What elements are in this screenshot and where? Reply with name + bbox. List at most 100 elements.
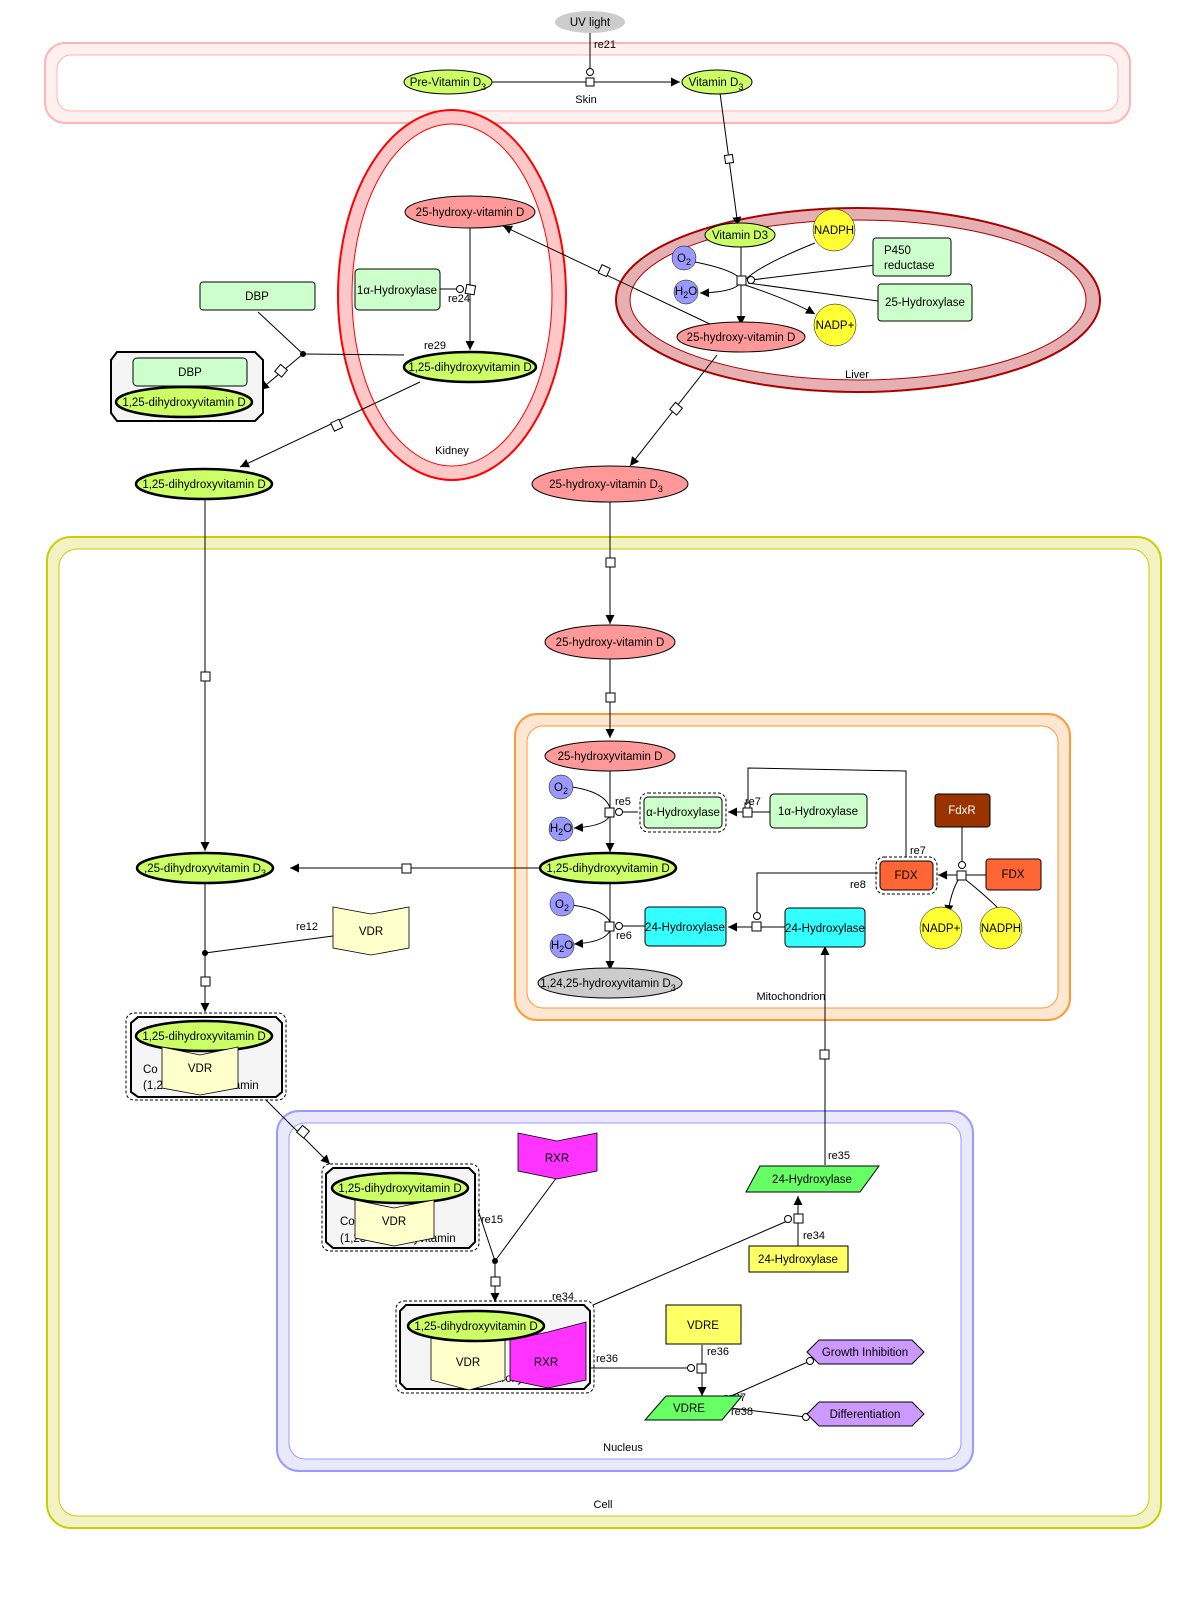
complex3-calcitriol-label: 1,25-dihydroxyvitamin D: [414, 1321, 537, 1333]
25-hydroxy-vitamin-d-cell-node[interactable]: 25-hydroxy-vitamin D: [544, 624, 676, 660]
vitamin-d3-liver-label: Vitamin D3: [712, 230, 768, 242]
vdre-rna-node[interactable]: VDRE: [643, 1395, 744, 1421]
vdr-calcitriol-complex-cytoplasm[interactable]: Co (1,25-dihydroxyvitamin 1,25-dihydroxy…: [125, 1012, 287, 1101]
cyp24-rna-node[interactable]: 24-Hydroxylase: [745, 1165, 880, 1193]
reaction-label-re21: re21: [594, 39, 616, 51]
25-hydroxy-vitamin-d-cell-label: 25-hydroxy-vitamin D: [556, 637, 665, 649]
cyp24-mito-node[interactable]: 24-Hydroxylase: [784, 907, 866, 948]
cyp24-gene-label: 24-Hydroxylase: [758, 1254, 838, 1266]
fdx-active-label: FDX: [895, 870, 918, 882]
reaction-label-re6: re6: [616, 930, 632, 942]
nadp-mito-node[interactable]: NADP+: [919, 906, 963, 950]
calcitetrol-node[interactable]: 1,24,25-hydroxyvitamin D3: [537, 967, 683, 999]
vdr-calcitriol-complex-nucleus[interactable]: Co (1,25-dihydroxyvitamin 1,25-dihydroxy…: [321, 1163, 480, 1252]
calcitriol-mito-node[interactable]: 1,25-dihydroxyvitamin D: [538, 851, 678, 885]
vdr-cytoplasm-node[interactable]: VDR: [332, 906, 410, 956]
fdx-active-node[interactable]: FDX: [875, 856, 938, 895]
25-hydroxy-vitamin-d-liver-label: 25-hydroxy-vitamin D: [687, 332, 796, 344]
25-hydroxy-vitamin-d-liver-node[interactable]: 25-hydroxy-vitamin D: [676, 321, 806, 353]
cyp24-active-node[interactable]: 24-Hydroxylase: [644, 906, 727, 947]
vdre-gene-node[interactable]: VDRE: [665, 1304, 742, 1345]
reaction-label-re34: re34: [803, 1230, 825, 1242]
1a-hydroxylase-kidney-label: 1α-Hydroxylase: [357, 285, 437, 297]
rxr-label: RXR: [545, 1153, 569, 1165]
compartment-label-nucleus: Nucleus: [603, 1442, 643, 1454]
calcitriol-cytoplasm-node[interactable]: ,25-dihydroxyvitamin D3: [135, 851, 275, 885]
vdr-rxr-calcitriol-complex[interactable]: hydroxy VDR RXR 1,25-dihydroxyvitamin D: [395, 1300, 595, 1394]
vitamin-d3-skin-label: Vitamin D3: [689, 77, 744, 92]
reaction-label-re35: re35: [828, 1150, 850, 1162]
reaction-label-re24: re24: [448, 293, 470, 305]
complex1-calcitriol-label: 1,25-dihydroxyvitamin D: [142, 1031, 265, 1043]
nadph-mito-label: NADPH: [981, 923, 1021, 935]
compartment-label-liver: Liver: [845, 369, 869, 381]
reaction-label-re12: re12: [296, 921, 318, 933]
25-hydroxylase-liver-label: 25-Hydroxylase: [885, 297, 965, 309]
reaction-label-re7: re7: [910, 845, 926, 857]
h2o-mito-re6-node[interactable]: H2O: [549, 933, 575, 959]
dbp-label: DBP: [245, 291, 269, 303]
alpha-hydroxylase-active-label: α-Hydroxylase: [646, 807, 720, 819]
h2o-mito-re5-label: H2O: [550, 823, 572, 837]
dbp-node[interactable]: DBP: [199, 281, 316, 311]
nadph-liver-label: NADPH: [814, 225, 854, 237]
p450-reductase-label-line1: P450: [884, 245, 911, 257]
cyp24-mito-label: 24-Hydroxylase: [785, 923, 865, 935]
differentiation-node[interactable]: Differentiation: [806, 1401, 925, 1427]
nadp-mito-label: NADP+: [922, 923, 961, 935]
pre-vitamin-d3-node[interactable]: Pre-Vitamin D3: [403, 69, 493, 95]
1a-hydroxylase-mito-node[interactable]: 1α-Hydroxylase: [769, 793, 868, 829]
h2o-mito-re5-node[interactable]: H2O: [548, 816, 574, 842]
o2-mito-re5-node[interactable]: O2: [548, 774, 574, 800]
rxr-node[interactable]: RXR: [517, 1132, 598, 1180]
calcidiol-blood-node[interactable]: 25-hydroxy-vitamin D3: [531, 465, 689, 503]
calcitetrol-label: 1,24,25-hydroxyvitamin D3: [540, 978, 675, 993]
fdx-node[interactable]: FDX: [985, 858, 1042, 891]
h2o-liver-label: H2O: [675, 286, 697, 300]
fdxr-node[interactable]: FdxR: [934, 793, 991, 828]
complex3-vdr-label: VDR: [456, 1357, 480, 1369]
reaction-label-re8: re8: [850, 879, 866, 891]
reaction-label-re5: re5: [615, 796, 631, 808]
o2-mito-re6-node[interactable]: O2: [549, 891, 575, 917]
vdre-rna-label: VDRE: [673, 1403, 705, 1415]
nadp-liver-node[interactable]: NADP+: [813, 303, 857, 347]
25-hydroxy-vitamin-d-kidney-node[interactable]: 25-hydroxy-vitamin D: [404, 195, 536, 229]
nadph-liver-node[interactable]: NADPH: [812, 208, 856, 252]
h2o-liver-node[interactable]: H2O: [673, 279, 699, 305]
compartment-label-skin: Skin: [575, 94, 596, 106]
alpha-hydroxylase-active-node[interactable]: α-Hydroxylase: [639, 792, 727, 833]
o2-liver-node[interactable]: O2: [671, 245, 697, 271]
process-nodes: [200, 68, 967, 1421]
25-hydroxyvitamin-d-mito-node[interactable]: 25-hydroxyvitamin D: [544, 740, 676, 772]
vitamin-d3-skin-node[interactable]: Vitamin D3: [681, 69, 753, 95]
uv-light-node[interactable]: UV light: [555, 11, 625, 33]
h2o-mito-re6-label: H2O: [551, 940, 573, 954]
uv-light-label: UV light: [570, 17, 611, 29]
vdre-gene-label: VDRE: [687, 1320, 719, 1332]
cyp24-gene-node[interactable]: 24-Hydroxylase: [748, 1245, 849, 1273]
calcitriol-blood-label: 1,25-dihydroxyvitamin D: [142, 479, 265, 491]
complex-calcitriol-label: 1,25-dihydroxyvitamin D: [122, 397, 245, 409]
1a-hydroxylase-kidney-node[interactable]: 1α-Hydroxylase: [354, 268, 441, 311]
25-hydroxylase-liver-node[interactable]: 25-Hydroxylase: [877, 283, 973, 322]
calcitriol-blood-node[interactable]: 1,25-dihydroxyvitamin D: [134, 467, 274, 501]
vitamin-d3-liver-node[interactable]: Vitamin D3: [704, 222, 776, 248]
reaction-labels: re21 re24 re29 re5 re7 re7 re8 re6 re12 …: [296, 39, 926, 1418]
p450-reductase-label-line2: reductase: [884, 260, 935, 272]
reaction-label-re29: re29: [424, 340, 446, 352]
fdx-label: FDX: [1002, 869, 1025, 881]
calcitriol-kidney-node[interactable]: 1,25-dihydroxyvitamin D: [402, 350, 538, 384]
complex-dbp-label: DBP: [178, 367, 202, 379]
growth-inhibition-node[interactable]: Growth Inhibition: [806, 1339, 925, 1365]
complex1-vdr-label: VDR: [188, 1063, 212, 1075]
nadph-mito-node[interactable]: NADPH: [979, 906, 1023, 950]
p450-reductase-node[interactable]: P450 reductase: [872, 237, 952, 277]
calcidiol-blood-label: 25-hydroxy-vitamin D3: [549, 479, 663, 494]
reaction-label-re38: re38: [731, 1406, 753, 1418]
compartment-label-kidney: Kidney: [435, 445, 469, 457]
1a-hydroxylase-mito-label: 1α-Hydroxylase: [778, 806, 858, 818]
dbp-calcitriol-complex[interactable]: DBP 1,25-dihydroxyvitamin D: [110, 351, 264, 422]
complex2-caption-line1: Co: [340, 1216, 355, 1228]
